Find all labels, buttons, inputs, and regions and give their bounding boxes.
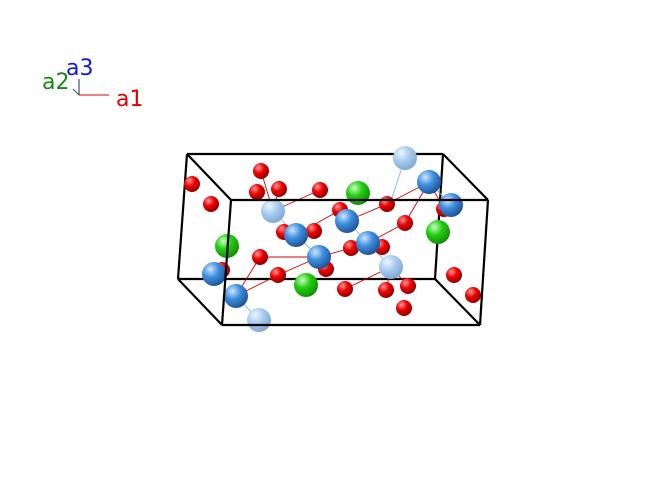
atom-blue — [356, 231, 380, 255]
atom-oxygen — [397, 215, 413, 231]
cell-edge — [478, 199, 490, 326]
atom-oxygen — [400, 278, 416, 294]
atom-blue — [335, 209, 359, 233]
atom-oxygen — [312, 182, 328, 198]
atom-blue — [202, 262, 226, 286]
atom-blue — [307, 245, 331, 269]
atom-blue — [417, 170, 441, 194]
atom-blue-faded — [247, 308, 271, 332]
atom-green — [346, 181, 370, 205]
axis-label-a1: a1 — [116, 87, 143, 112]
axis-label-a3: a3 — [66, 56, 93, 81]
cell-edge — [434, 278, 481, 326]
atom-oxygen — [271, 181, 287, 197]
atom-oxygen — [184, 176, 200, 192]
atom-oxygen — [249, 184, 265, 200]
axis-indicator: a1 a2 a3 — [42, 56, 143, 112]
atom-oxygen — [446, 267, 462, 283]
cell-edge — [433, 153, 445, 280]
atom-blue — [284, 223, 308, 247]
atom-blue-faded — [261, 199, 285, 223]
atom-oxygen — [396, 300, 412, 316]
atom-oxygen — [379, 196, 395, 212]
atom-oxygen — [270, 267, 286, 283]
atom-oxygen — [378, 282, 394, 298]
atom-blue — [224, 284, 248, 308]
axis-label-a2: a2 — [42, 70, 69, 95]
atom-green — [426, 220, 450, 244]
atom-oxygen — [306, 223, 322, 239]
atom-blue-faded — [393, 146, 417, 170]
atom-oxygen — [203, 196, 219, 212]
atom-oxygen — [343, 240, 359, 256]
cell-edge — [186, 153, 232, 201]
axis-a2-line — [72, 88, 80, 96]
atom-green — [294, 273, 318, 297]
atom-oxygen — [337, 281, 353, 297]
cell-edge — [442, 153, 489, 201]
cell-edge — [177, 278, 223, 326]
unit-cell-front-edges — [220, 198, 490, 327]
cell-edge — [176, 153, 189, 280]
atoms — [184, 146, 481, 332]
atom-oxygen — [253, 163, 269, 179]
atom-oxygen — [465, 287, 481, 303]
atom-oxygen — [252, 249, 268, 265]
bonds — [213, 157, 452, 321]
atom-blue-faded — [379, 255, 403, 279]
atom-blue — [439, 193, 463, 217]
cell-edge — [220, 199, 233, 326]
